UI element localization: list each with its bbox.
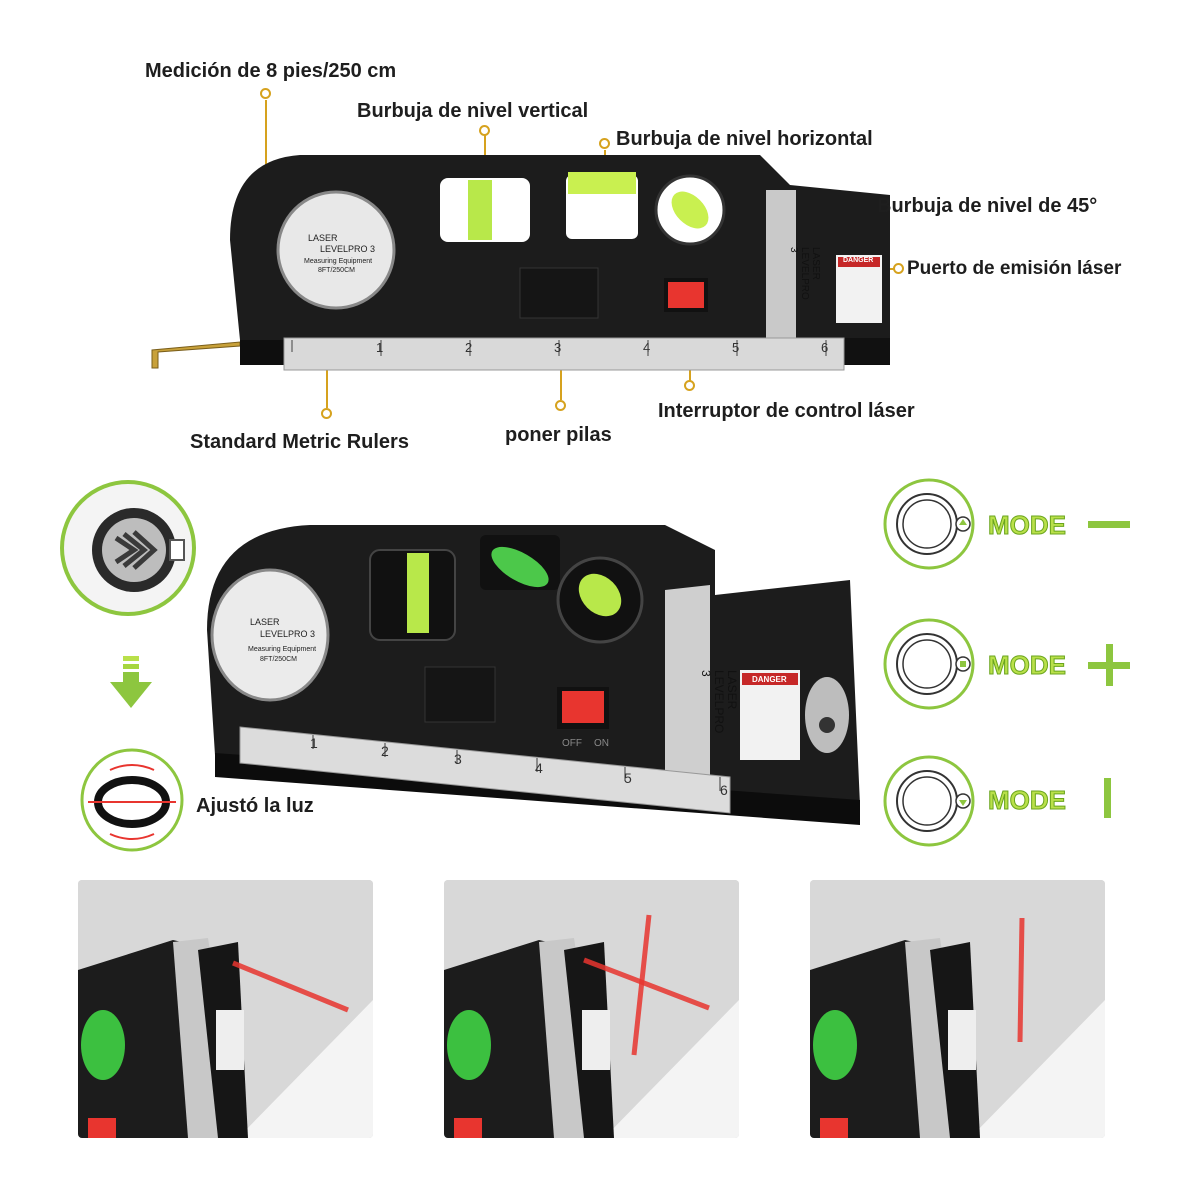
ruler-mark-6: 6: [821, 340, 829, 355]
callout-adjust-light: Ajustó la luz: [196, 795, 314, 817]
laser-cross-photo: [444, 880, 739, 1138]
callout-batteries: poner pilas: [505, 424, 612, 446]
rulers-dot: [321, 408, 332, 419]
mode-dial-icon-2: [883, 618, 975, 710]
dial-line-4: 8FT/250CM: [318, 267, 355, 274]
laser-vertical-photo: [810, 880, 1105, 1138]
adjust-light-icon: [80, 748, 184, 852]
vertical-bubble-dot: [479, 125, 490, 136]
side-brand-line-3: 3: [788, 247, 799, 253]
ruler-mark-2: 2: [465, 340, 473, 355]
danger-sticker-label: DANGER: [843, 257, 874, 264]
side-brand-top: LASER LEVELPRO 3: [788, 247, 821, 300]
main-switch-off: OFF: [562, 738, 582, 749]
main-dial-line-1: LASER: [250, 617, 280, 627]
main-ruler-mark-4: 4: [535, 760, 543, 776]
mode-symbol-minus: [1088, 521, 1130, 528]
dial-line-2: LEVELPRO 3: [320, 244, 376, 254]
main-danger-label: DANGER: [752, 675, 787, 684]
knob-zoom-circle: [60, 480, 196, 616]
main-ruler-mark-1: 1: [310, 735, 318, 751]
laser-cross-scene: [444, 880, 739, 1138]
main-switch-on: ON: [594, 738, 609, 749]
laser-horizontal-scene: [78, 880, 373, 1138]
callout-vertical-bubble: Burbuja de nivel vertical: [357, 100, 589, 122]
main-side-brand-1: LASER: [725, 670, 739, 710]
main-dial-line-4: 8FT/250CM: [260, 656, 297, 663]
measure-leader: [265, 100, 267, 180]
rulers-leader: [326, 360, 328, 408]
laser-vertical-scene: [810, 880, 1105, 1138]
main-side-brand-2: LEVELPRO: [712, 670, 726, 734]
laser-switch-dot: [684, 380, 695, 391]
ruler-mark-1: 1: [376, 340, 384, 355]
main-side-brand-3: 3: [699, 670, 713, 677]
mode-label-1: MODE: [988, 510, 1067, 541]
batteries-dot: [555, 400, 566, 411]
main-ruler-mark-5: 5: [624, 770, 632, 786]
callout-rulers: Standard Metric Rulers: [190, 431, 409, 453]
callout-laser-switch: Interruptor de control láser: [658, 400, 915, 422]
laser-horizontal-photo: [78, 880, 373, 1138]
callout-bubble-45: Burbuja de nivel de 45°: [877, 195, 1098, 217]
callout-laser-port: Puerto de emisión láser: [907, 258, 1122, 279]
main-ruler-mark-3: 3: [454, 751, 462, 767]
main-side-brand: LASER LEVELPRO 3: [699, 670, 739, 733]
laser-level-device-main: [207, 525, 860, 825]
mode-label-3: MODE: [988, 785, 1067, 816]
dial-line-3: Measuring Equipment: [304, 258, 373, 265]
main-dial-line-2: LEVELPRO 3: [260, 629, 316, 639]
laser-level-device-top: [151, 155, 890, 371]
horizontal-bubble-dot: [599, 138, 610, 149]
down-arrow-icon: [110, 656, 152, 708]
callout-horizontal-bubble: Burbuja de nivel horizontal: [616, 128, 873, 150]
mode-dial-icon-3: [883, 755, 975, 847]
ruler-mark-5: 5: [732, 340, 740, 355]
main-dial-line-3: Measuring Equipment: [248, 646, 317, 653]
mode-dial-icon-1: [883, 478, 975, 570]
ruler-mark-4: 4: [643, 340, 651, 355]
callout-measure: Medición de 8 pies/250 cm: [145, 60, 397, 82]
mode-label-2: MODE: [988, 650, 1067, 681]
laser-port-dot: [893, 263, 904, 274]
side-brand-line-1: LASER: [810, 247, 821, 280]
mode-symbol-plus: [1088, 644, 1130, 686]
main-ruler-mark-6: 6: [720, 782, 728, 798]
ruler-mark-3: 3: [554, 340, 562, 355]
main-ruler-mark-2: 2: [381, 743, 389, 759]
mode-symbol-vertical: [1104, 778, 1111, 818]
dial-line-1: LASER: [308, 233, 338, 243]
side-brand-line-2: LEVELPRO: [799, 247, 810, 300]
measure-dot: [260, 88, 271, 99]
